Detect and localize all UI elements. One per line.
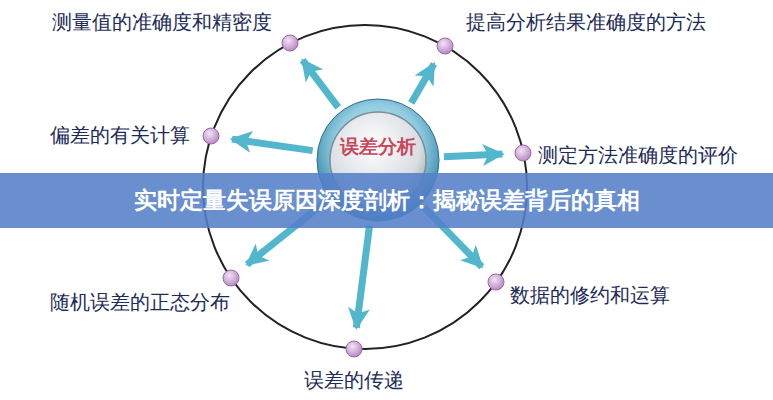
arrow-connector <box>356 225 369 327</box>
topic-label: 误差的传递 <box>304 368 404 392</box>
band-title: 实时定量失误原因深度剖析：揭秘误差背后的真相 <box>134 185 640 216</box>
topic-label: 测定方法准确度的评价 <box>538 143 738 167</box>
topic-node: 测量值的准确度和精密度 <box>281 34 299 52</box>
dot-fill <box>515 145 531 161</box>
topic-label: 提高分析结果准确度的方法 <box>466 10 706 34</box>
title-band: 实时定量失误原因深度剖析：揭秘误差背后的真相 <box>0 173 773 228</box>
topic-label: 随机误差的正态分布 <box>50 290 230 314</box>
dot-fill <box>282 35 298 51</box>
arrow-connector <box>444 154 502 157</box>
topic-label: 数据的修约和运算 <box>510 283 670 307</box>
topic-node: 提高分析结果准确度的方法 <box>436 37 454 55</box>
arrow-connector <box>411 64 434 103</box>
dot-fill <box>488 274 504 290</box>
topic-node: 偏差的有关计算 <box>202 127 220 145</box>
dot-fill <box>223 270 239 286</box>
topic-label: 测量值的准确度和精密度 <box>52 10 272 34</box>
hub-label: 误差分析 <box>316 134 440 160</box>
topic-dot <box>281 34 299 52</box>
dot-fill <box>437 38 453 54</box>
topic-dot <box>345 340 363 358</box>
topic-dot <box>202 127 220 145</box>
topic-node: 数据的修约和运算 <box>487 273 505 291</box>
topic-node: 测定方法准确度的评价 <box>514 144 532 162</box>
topic-dot <box>436 37 454 55</box>
topic-dot <box>487 273 505 291</box>
dot-fill <box>346 341 362 357</box>
topic-dot <box>222 269 240 287</box>
arrow-connector <box>303 60 339 107</box>
topic-node: 随机误差的正态分布 <box>222 269 240 287</box>
topic-node: 误差的传递 <box>345 340 363 358</box>
arrow-connector <box>232 139 313 151</box>
topic-label: 偏差的有关计算 <box>50 123 190 147</box>
dot-fill <box>203 128 219 144</box>
topic-dot <box>514 144 532 162</box>
